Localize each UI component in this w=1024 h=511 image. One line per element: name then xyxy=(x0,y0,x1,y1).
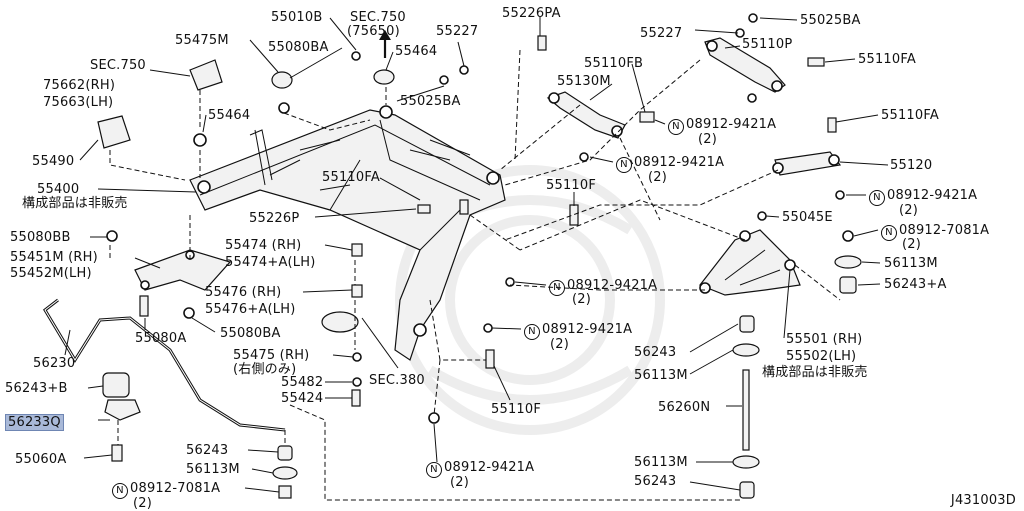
callout-sec380[interactable]: SEC.380 xyxy=(369,373,425,388)
callout-bolt-a-2q[interactable]: (2) xyxy=(648,170,668,185)
callout-56233Q[interactable]: 56233Q xyxy=(5,414,64,431)
callout-56260N[interactable]: 56260N xyxy=(658,400,711,415)
callout-56113M-low[interactable]: 56113M xyxy=(186,462,240,477)
callout-56243-bottom[interactable]: 56243 xyxy=(634,474,677,489)
n-symbol-icon: N xyxy=(668,119,684,135)
n-symbol-icon: N xyxy=(869,190,885,206)
center-hardware xyxy=(321,30,579,424)
callout-note-2[interactable]: (右側のみ) xyxy=(233,362,297,377)
callout-bolt-a-3q[interactable]: (2) xyxy=(899,203,919,218)
callout-55451M[interactable]: 55451M (RH) xyxy=(10,250,98,265)
callout-55110FB[interactable]: 55110FB xyxy=(584,56,644,71)
n-symbol-icon: N xyxy=(616,157,632,173)
callout-55227-b[interactable]: 55227 xyxy=(640,26,683,41)
callout-55474-lh[interactable]: 55474+A(LH) xyxy=(225,255,316,270)
callout-55475-rh[interactable]: 55475 (RH) xyxy=(233,348,310,363)
callout-55080A[interactable]: 55080A xyxy=(135,331,187,346)
callout-note-3[interactable]: 構成部品は非販売 xyxy=(762,365,868,380)
n-symbol-icon: N xyxy=(524,324,540,340)
subframe-crossmember xyxy=(189,105,506,361)
callout-55502[interactable]: 55502(LH) xyxy=(786,349,857,364)
callout-56243B[interactable]: 56243+B xyxy=(5,381,68,396)
callout-55482[interactable]: 55482 xyxy=(281,375,324,390)
callout-55464-b[interactable]: 55464 xyxy=(208,108,251,123)
callout-55110F-a[interactable]: 55110F xyxy=(546,178,597,193)
callout-55501[interactable]: 55501 (RH) xyxy=(786,332,863,347)
callout-55060A[interactable]: 55060A xyxy=(15,452,67,467)
callout-55424[interactable]: 55424 xyxy=(281,391,324,406)
upper-link-55110p xyxy=(704,13,825,103)
n-symbol-icon: N xyxy=(426,462,442,478)
callout-56113M-mid[interactable]: 56113M xyxy=(634,368,688,383)
callout-55080BA-top[interactable]: 55080BA xyxy=(268,40,329,55)
callout-55227-a[interactable]: 55227 xyxy=(436,24,479,39)
callout-bolt-a-6q[interactable]: (2) xyxy=(450,475,470,490)
callout-55475M[interactable]: 55475M xyxy=(175,33,229,48)
callout-55120[interactable]: 55120 xyxy=(890,158,933,173)
callout-55490[interactable]: 55490 xyxy=(32,154,75,169)
callout-56243-mid[interactable]: 56243 xyxy=(634,345,677,360)
callout-55025BA-top[interactable]: 55025BA xyxy=(800,13,861,28)
callout-55476-lh[interactable]: 55476+A(LH) xyxy=(205,302,296,317)
callout-55452M[interactable]: 55452M(LH) xyxy=(10,266,92,281)
callout-56113M-low2[interactable]: 56113M xyxy=(634,455,688,470)
callout-bolt-a-1q[interactable]: (2) xyxy=(698,132,718,147)
callout-bolt-b-1q[interactable]: (2) xyxy=(902,237,922,252)
callout-55400[interactable]: 55400 xyxy=(37,182,80,197)
callout-55025BA-mid[interactable]: 55025BA xyxy=(400,94,461,109)
n-symbol-icon: N xyxy=(881,225,897,241)
callout-sec750-top[interactable]: SEC.750 xyxy=(350,10,406,25)
callout-55130M[interactable]: 55130M xyxy=(557,74,611,89)
callout-55476-rh[interactable]: 55476 (RH) xyxy=(205,285,282,300)
link-55120 xyxy=(772,117,845,200)
lower-bushing-stack xyxy=(272,445,298,499)
callout-56243A[interactable]: 56243+A xyxy=(884,277,947,292)
leader-lines xyxy=(64,16,889,493)
callout-55110F-b[interactable]: 55110F xyxy=(491,402,542,417)
callout-56243-low[interactable]: 56243 xyxy=(186,443,229,458)
callout-55110P[interactable]: 55110P xyxy=(742,37,793,52)
callout-55010B[interactable]: 55010B xyxy=(271,10,323,25)
callout-55110FA-mid[interactable]: 55110FA xyxy=(322,170,380,185)
callout-75650[interactable]: (75650) xyxy=(347,24,400,39)
callout-75662[interactable]: 75662(RH) xyxy=(43,78,116,93)
callout-75663[interactable]: 75663(LH) xyxy=(43,95,114,110)
callout-note-1[interactable]: 構成部品は非販売 xyxy=(22,196,128,211)
n-symbol-icon: N xyxy=(112,483,128,499)
callout-55080BA-low[interactable]: 55080BA xyxy=(220,326,281,341)
callout-55474-rh[interactable]: 55474 (RH) xyxy=(225,238,302,253)
n-symbol-icon: N xyxy=(549,280,565,296)
callout-55080BB[interactable]: 55080BB xyxy=(10,230,71,245)
callout-55045E[interactable]: 55045E xyxy=(782,210,833,225)
upper-mount-parts xyxy=(97,59,293,242)
callout-56113M-top[interactable]: 56113M xyxy=(884,256,938,271)
stabilizer-bushing xyxy=(102,372,141,462)
callout-56230[interactable]: 56230 xyxy=(33,356,76,371)
callout-55226P[interactable]: 55226P xyxy=(249,211,300,226)
callout-sec750-left[interactable]: SEC.750 xyxy=(90,58,146,73)
callout-bolt-a-5q[interactable]: (2) xyxy=(550,337,570,352)
stabilizer-bar xyxy=(43,298,286,432)
callout-55110FA-right[interactable]: 55110FA xyxy=(881,108,939,123)
bushing-stack xyxy=(732,230,862,499)
diagram-reference-code: J431003D xyxy=(950,493,1016,508)
callout-55110FA-top[interactable]: 55110FA xyxy=(858,52,916,67)
callout-55226PA[interactable]: 55226PA xyxy=(502,6,561,21)
callout-bolt-b-2q[interactable]: (2) xyxy=(133,496,153,511)
callout-bolt-a-4q[interactable]: (2) xyxy=(572,292,592,307)
callout-55464-a[interactable]: 55464 xyxy=(395,44,438,59)
upper-arm-55130m xyxy=(546,91,655,162)
dashed-assembly-lines xyxy=(109,49,841,501)
